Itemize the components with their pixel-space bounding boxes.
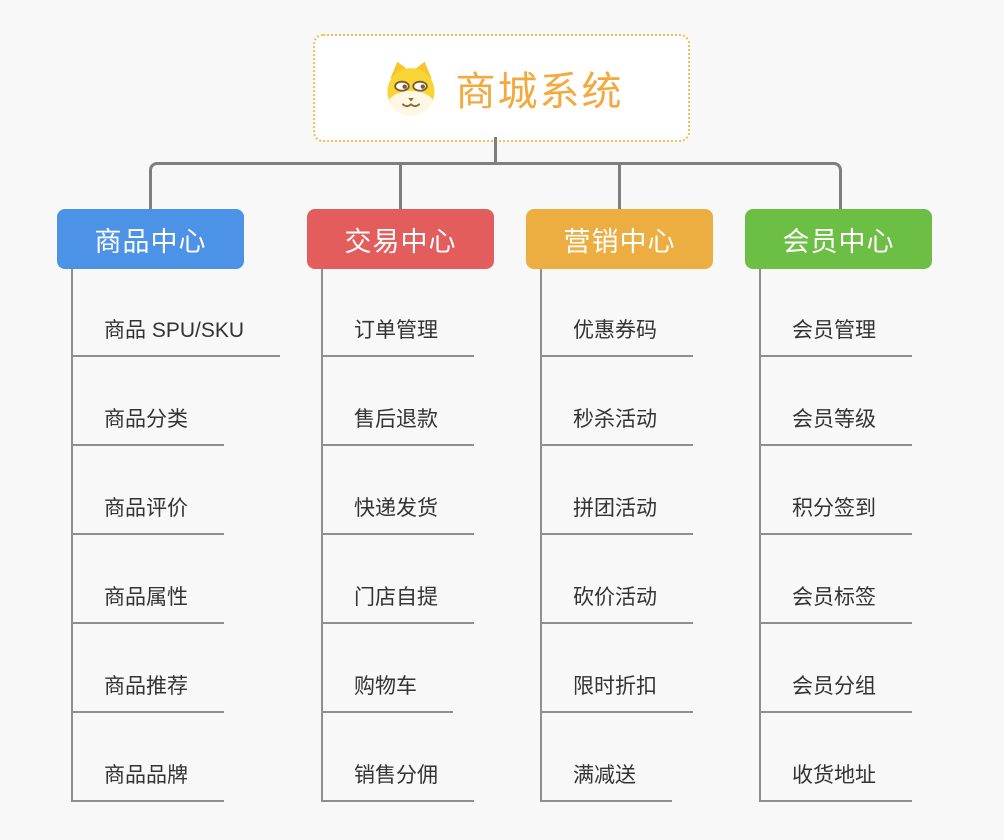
dog-icon: [386, 61, 435, 116]
connector-spine-product-center: [71, 269, 73, 802]
connector-spine-marketing-center: [540, 269, 542, 802]
child-node[interactable]: 商品 SPU/SKU: [71, 315, 281, 357]
child-node[interactable]: 商品评价: [71, 493, 224, 535]
child-node[interactable]: 售后退款: [321, 404, 474, 446]
connector-drop-marketing: [618, 165, 621, 209]
branch-node-trade-center[interactable]: 交易中心: [307, 209, 494, 269]
child-node[interactable]: 商品分类: [71, 404, 224, 446]
child-node[interactable]: 销售分佣: [321, 760, 474, 802]
child-node[interactable]: 积分签到: [759, 493, 912, 535]
branch-node-product-center[interactable]: 商品中心: [57, 209, 244, 269]
connector-spine-member-center: [759, 269, 761, 802]
child-node[interactable]: 拼团活动: [540, 493, 693, 535]
child-node[interactable]: 会员管理: [759, 315, 912, 357]
root-title: 商城系统: [455, 70, 624, 114]
child-node[interactable]: 会员等级: [759, 404, 912, 446]
child-node[interactable]: 限时折扣: [540, 671, 693, 713]
child-node[interactable]: 收货地址: [759, 760, 912, 802]
branch-node-marketing-center[interactable]: 营销中心: [526, 209, 713, 269]
child-node[interactable]: 优惠券码: [540, 315, 693, 357]
connector-spine-trade-center: [321, 269, 323, 802]
child-node[interactable]: 快递发货: [321, 493, 474, 535]
child-node[interactable]: 门店自提: [321, 582, 474, 624]
child-node[interactable]: 订单管理: [321, 315, 474, 357]
child-node[interactable]: 会员分组: [759, 671, 912, 713]
connector-root-drop: [494, 137, 497, 163]
child-node[interactable]: 会员标签: [759, 582, 912, 624]
branch-node-member-center[interactable]: 会员中心: [745, 209, 932, 269]
root-node[interactable]: 商城系统: [313, 34, 690, 142]
child-node[interactable]: 秒杀活动: [540, 404, 693, 446]
child-node[interactable]: 购物车: [321, 671, 453, 713]
child-node[interactable]: 满减送: [540, 760, 672, 802]
child-node[interactable]: 商品属性: [71, 582, 224, 624]
connector-rail: [149, 162, 842, 211]
connector-drop-trade: [399, 165, 402, 209]
child-node[interactable]: 商品推荐: [71, 671, 224, 713]
child-node[interactable]: 商品品牌: [71, 760, 224, 802]
child-node[interactable]: 砍价活动: [540, 582, 693, 624]
